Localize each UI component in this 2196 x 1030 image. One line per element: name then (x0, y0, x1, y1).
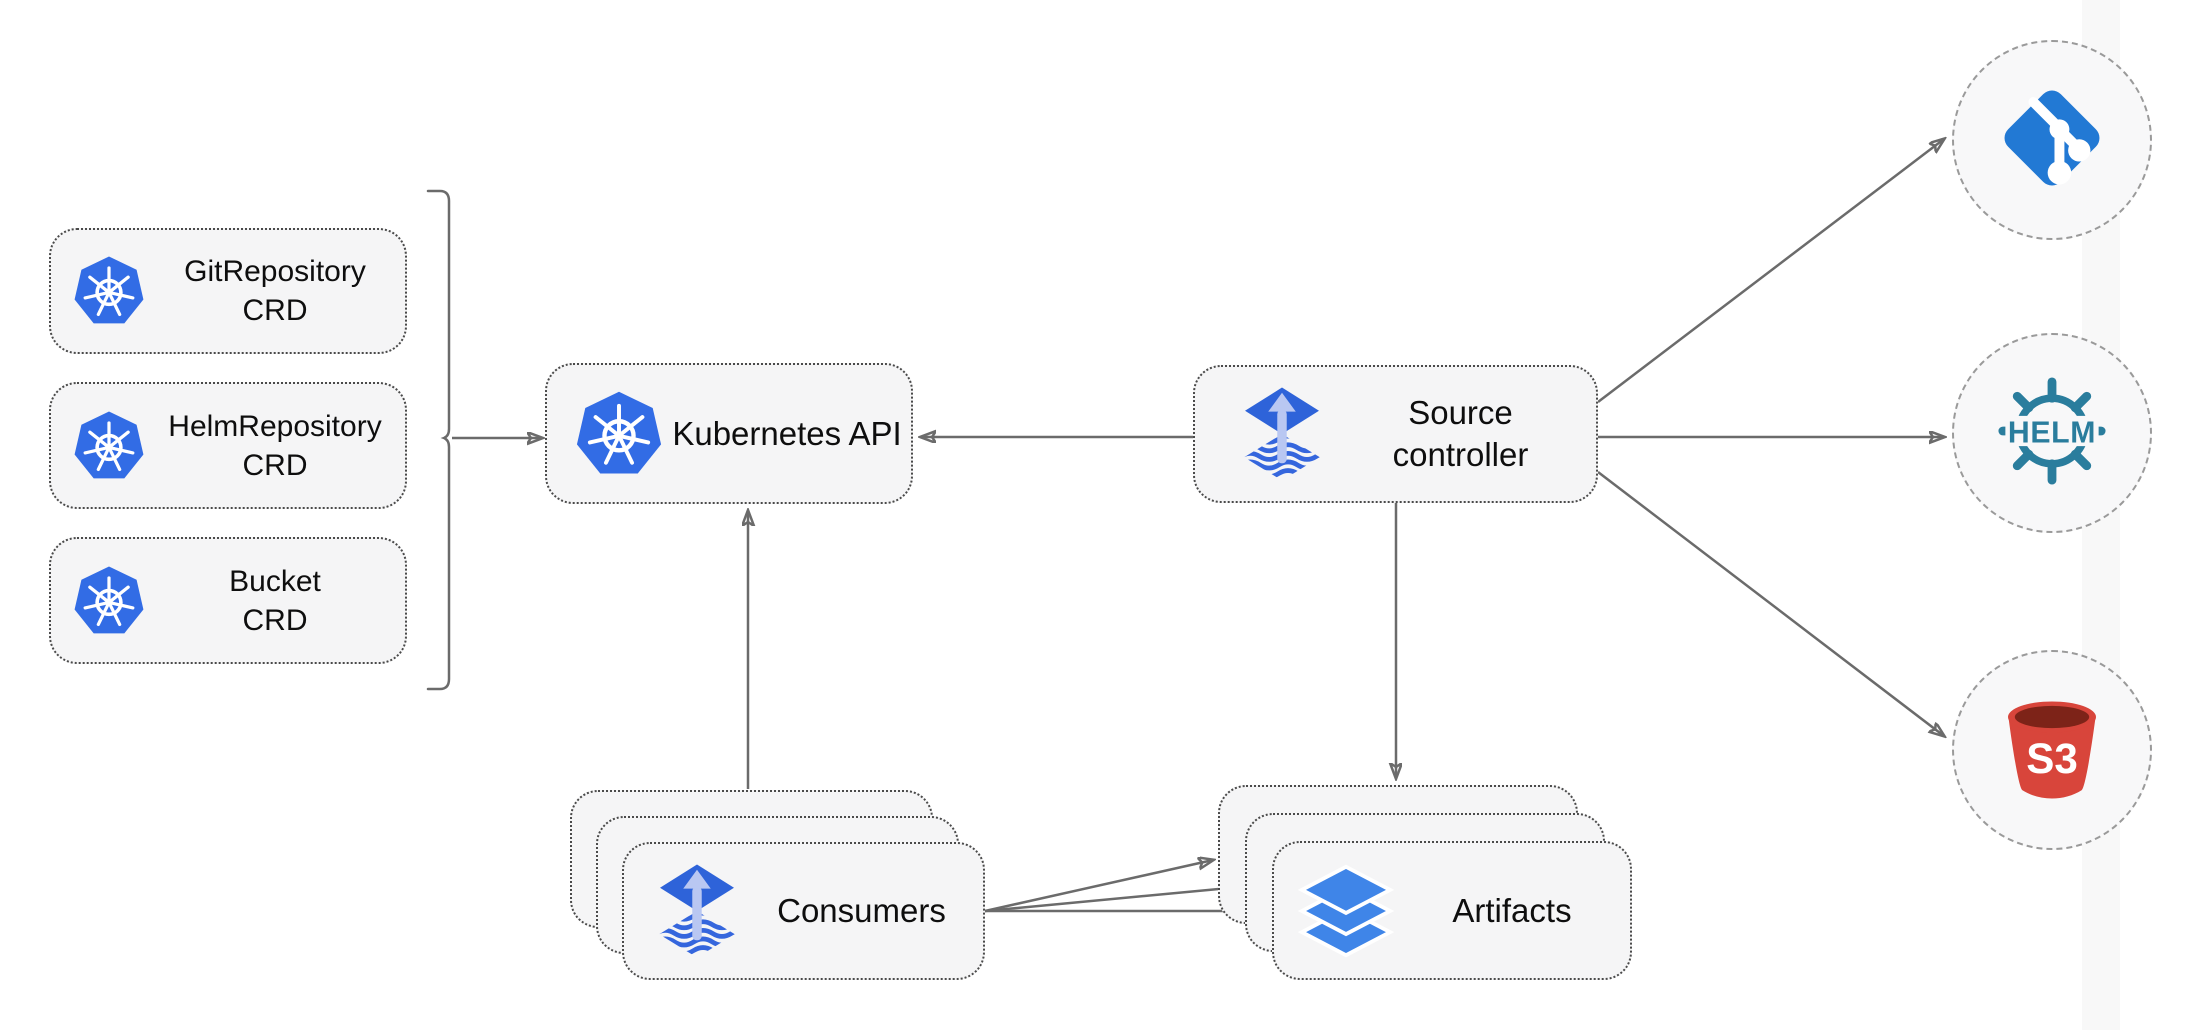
node-gitrepository-crd: GitRepository CRD (49, 228, 407, 354)
node-label: Source controller (1325, 392, 1596, 476)
kubernetes-icon (575, 390, 663, 478)
node-label: Bucket CRD (145, 562, 405, 640)
node-bucket-crd: Bucket CRD (49, 537, 407, 664)
edge-source-controller-to-git (1597, 139, 1944, 403)
external-s3-circle: S3 (1952, 650, 2152, 850)
kubernetes-icon (73, 564, 145, 637)
kubernetes-icon (73, 255, 145, 327)
external-git-circle (1952, 40, 2152, 240)
s3-label: S3 (2026, 734, 2078, 781)
flux-consumers-icon (654, 855, 740, 967)
node-label: Consumers (777, 892, 946, 929)
helm-label: HELM (2008, 416, 2096, 449)
edge-consumers-to-artifacts-middle (984, 887, 1240, 913)
crd-suffix: CRD (242, 448, 308, 482)
s3-bucket-icon: S3 (1990, 686, 2114, 815)
edge-consumers-to-artifacts-back (984, 860, 1213, 913)
external-helm-circle: HELM (1952, 333, 2152, 533)
source-controller-line1: Source (1408, 394, 1513, 431)
git-icon (1990, 76, 2114, 205)
layers-artifacts-icon (1298, 863, 1394, 959)
node-helmrepository-crd: HelmRepository CRD (49, 382, 407, 509)
node-label: GitRepository CRD (145, 252, 405, 330)
helm-icon: HELM (1989, 368, 2115, 499)
crd-group-bracket (426, 189, 451, 691)
source-controller-line2: controller (1392, 436, 1529, 473)
crd-name: GitRepository (184, 255, 366, 288)
node-consumers: Consumers (622, 842, 985, 980)
crd-suffix: CRD (242, 294, 308, 327)
crd-name: HelmRepository (168, 409, 382, 443)
flux-source-controller-icon (1239, 378, 1325, 490)
node-source-controller: Source controller (1193, 365, 1598, 503)
kubernetes-icon (73, 409, 145, 482)
edge-source-controller-to-s3 (1597, 471, 1944, 736)
crd-name: Bucket (229, 564, 321, 598)
crd-suffix: CRD (242, 603, 308, 637)
node-label: Artifacts (1452, 891, 1572, 929)
node-label: Kubernetes API (672, 414, 902, 452)
node-artifacts: Artifacts (1272, 841, 1632, 980)
node-label: HelmRepository CRD (145, 407, 405, 485)
node-kubernetes-api: Kubernetes API (545, 363, 913, 504)
